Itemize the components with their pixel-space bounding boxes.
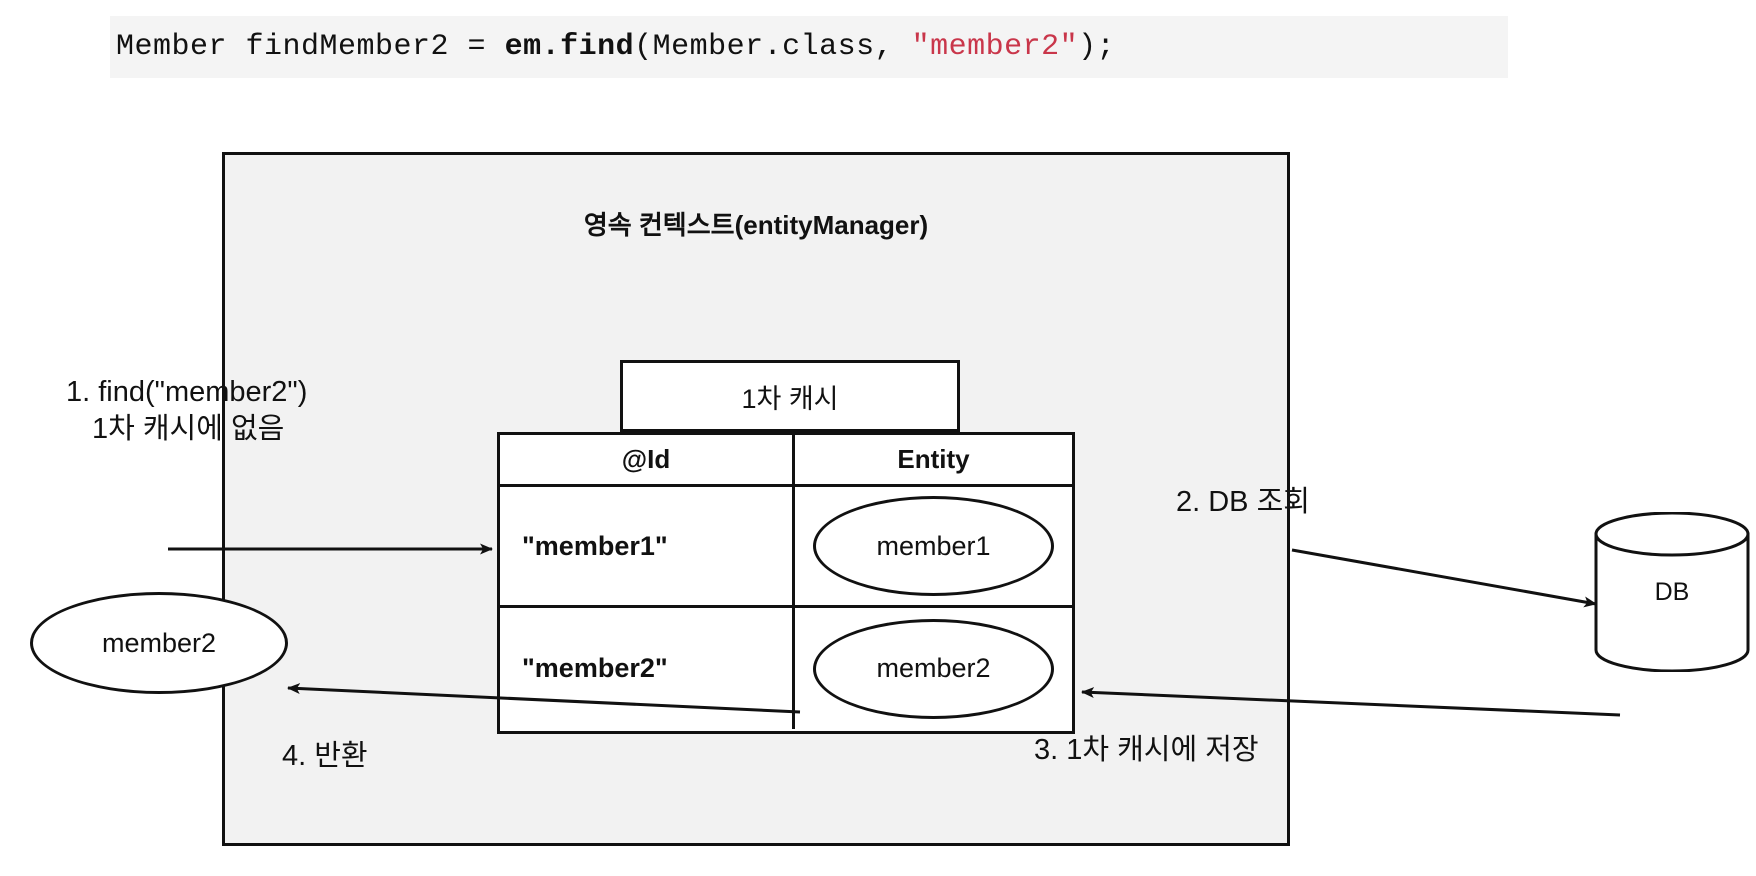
table-header-row: @Id Entity xyxy=(500,435,1072,487)
entity-ellipse-member1: member1 xyxy=(813,496,1054,596)
cell-entity-member1: member1 xyxy=(795,487,1072,605)
first-level-cache-table: @Id Entity "member1" member1 "member2" m… xyxy=(497,432,1075,734)
cell-id-member1: "member1" xyxy=(500,487,795,605)
step1-label: 1. find("member2") 1차 캐시에 없음 xyxy=(66,374,307,448)
table-row: "member2" member2 xyxy=(500,608,1072,729)
step3-label: 3. 1차 캐시에 저장 xyxy=(1034,734,1259,766)
first-level-cache-header: 1차 캐시 xyxy=(620,360,960,432)
table-row: "member1" member1 xyxy=(500,487,1072,608)
returned-entity-ellipse: member2 xyxy=(30,592,288,694)
column-header-entity: Entity xyxy=(897,444,970,474)
entity-ellipse-member2: member2 xyxy=(813,618,1054,719)
code-snippet: Member findMember2 = em.find(Member.clas… xyxy=(110,16,1508,78)
step2-label: 2. DB 조회 xyxy=(1176,486,1310,518)
arrow-step3 xyxy=(1081,687,1621,717)
step1-line2: 1차 캐시에 없음 xyxy=(92,413,285,446)
database-cylinder-icon xyxy=(1594,512,1750,672)
persistence-context-title: 영속 컨텍스트(entityManager) xyxy=(583,210,929,240)
step4-label: 4. 반환 xyxy=(282,740,368,772)
column-header-id: @Id xyxy=(500,435,795,484)
step1-line1: 1. find("member2") xyxy=(66,376,308,408)
arrow-step2 xyxy=(1291,548,1597,608)
database-label: DB xyxy=(1654,578,1690,606)
code-method-call: em.find xyxy=(504,30,635,64)
cell-entity-member2: member2 xyxy=(795,608,1072,729)
code-args-open: (Member.class, xyxy=(634,30,912,64)
code-args-close: ); xyxy=(1078,30,1116,64)
cell-id-member2: "member2" xyxy=(500,608,795,729)
arrow-step4 xyxy=(287,683,801,714)
code-prefix: Member findMember2 = xyxy=(116,30,505,64)
code-string-literal: "member2" xyxy=(911,30,1079,64)
